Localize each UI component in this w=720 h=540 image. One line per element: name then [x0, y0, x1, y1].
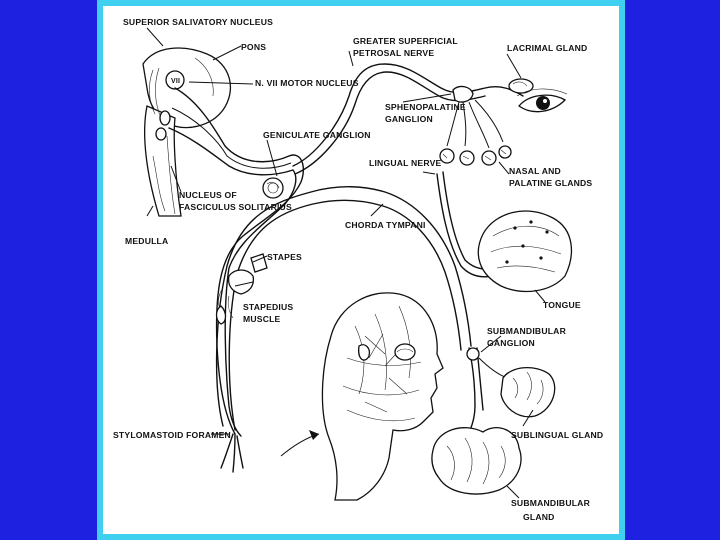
label-sphenopalatine-ganglion-line2: GANGLION — [385, 114, 433, 124]
tongue — [478, 211, 571, 302]
geniculate-ganglion — [263, 178, 283, 198]
label-greater-superficial-petrosal-nerve-line2: PETROSAL NERVE — [353, 48, 434, 58]
label-medulla: MEDULLA — [125, 236, 168, 246]
label-nucleus-fasciculus-solitarius-line1: NUCLEUS OF — [179, 190, 237, 200]
eye-and-lacrimal-gland — [509, 79, 567, 112]
salivary-glands — [432, 348, 555, 494]
label-submandibular-ganglion-line1: SUBMANDIBULAR — [487, 326, 567, 336]
label-nasal-palatine-glands-line2: PALATINE GLANDS — [509, 178, 592, 188]
facial-nerve-diagram: VII — [103, 6, 619, 534]
label-nasal-palatine-glands-line1: NASAL AND — [509, 166, 561, 176]
label-lingual-nerve: LINGUAL NERVE — [369, 158, 442, 168]
label-submandibular-gland-line1: SUBMANDIBULAR — [511, 498, 591, 508]
label-superior-salivatory-nucleus: SUPERIOR SALIVATORY NUCLEUS — [123, 17, 273, 27]
label-nucleus-fasciculus-solitarius-line2: FASCICULUS SOLITARIUS — [179, 202, 292, 212]
label-geniculate-ganglion: GENICULATE GANGLION — [263, 130, 371, 140]
label-stylomastoid-foramen: STYLOMASTOID FORAMEN — [113, 430, 231, 440]
label-sphenopalatine-ganglion-line1: SPHENOPALATINE — [385, 102, 466, 112]
label-chorda-tympani: CHORDA TYMPANI — [345, 220, 426, 230]
label-submandibular-ganglion-line2: GANGLION — [487, 338, 535, 348]
pointer-arrow — [281, 430, 319, 456]
label-stapes: STAPES — [267, 252, 302, 262]
diagram-frame: VII — [97, 0, 625, 540]
pons-numeral: VII — [171, 78, 180, 85]
label-greater-superficial-petrosal-nerve-line1: GREATER SUPERFICIAL — [353, 36, 458, 46]
label-submandibular-gland-line2: GLAND — [523, 512, 555, 522]
label-stapedius-muscle-line2: MUSCLE — [243, 314, 281, 324]
label-pons: PONS — [241, 42, 266, 52]
label-stapedius-muscle-line1: STAPEDIUS — [243, 302, 293, 312]
label-sublingual-gland: SUBLINGUAL GLAND — [511, 430, 603, 440]
label-tongue: TONGUE — [543, 300, 581, 310]
head-profile — [322, 293, 443, 500]
label-lacrimal-gland: LACRIMAL GLAND — [507, 43, 587, 53]
label-n7-motor-nucleus: N. VII MOTOR NUCLEUS — [255, 78, 359, 88]
